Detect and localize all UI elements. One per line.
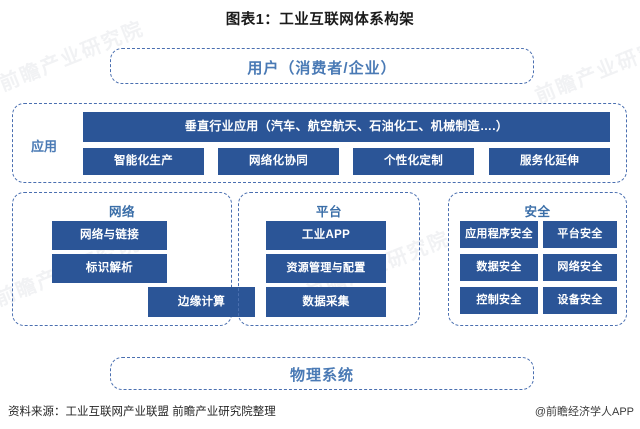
source-note: 资料来源：工业互联网产业联盟 前瞻产业研究院整理 bbox=[8, 406, 276, 418]
user-layer-box: 用户（消费者/企业） bbox=[110, 48, 534, 84]
platform-item-box[interactable]: 工业APP bbox=[266, 221, 386, 250]
network-item-box[interactable]: 网络与链接 bbox=[52, 221, 167, 250]
security-panel-box: 安全 bbox=[448, 192, 627, 326]
platform-panel-title: 平台 bbox=[315, 205, 342, 219]
physical-system-box: 物理系统 bbox=[110, 357, 534, 390]
platform-panel-box: 平台 bbox=[238, 192, 420, 326]
security-item-box[interactable]: 应用程序安全 bbox=[460, 221, 538, 248]
platform-item-box[interactable]: 数据采集 bbox=[266, 287, 386, 317]
network-panel-title: 网络 bbox=[108, 205, 135, 219]
watermark: 前瞻产业研究院 bbox=[532, 29, 640, 108]
edge-computing-box[interactable]: 边缘计算 bbox=[148, 287, 255, 317]
application-item-box[interactable]: 个性化定制 bbox=[353, 148, 474, 175]
application-item-box[interactable]: 智能化生产 bbox=[83, 148, 204, 175]
attribution-note: @前瞻经济学人APP bbox=[534, 406, 634, 418]
security-item-box[interactable]: 设备安全 bbox=[543, 287, 617, 314]
user-layer-label: 用户（消费者/企业） bbox=[247, 60, 397, 77]
application-item-box[interactable]: 网络化协同 bbox=[218, 148, 339, 175]
application-layer-label: 应用 bbox=[31, 139, 58, 154]
chart-title: 图表1：工业互联网体系构架 bbox=[225, 12, 415, 28]
network-panel-box: 网络 bbox=[12, 192, 232, 326]
security-panel-title: 安全 bbox=[524, 205, 551, 219]
application-layer-box bbox=[12, 103, 627, 183]
security-item-box[interactable]: 数据安全 bbox=[460, 254, 538, 281]
network-item-box[interactable]: 标识解析 bbox=[52, 254, 167, 283]
physical-system-label: 物理系统 bbox=[289, 367, 354, 384]
application-item-box[interactable]: 服务化延伸 bbox=[489, 148, 610, 175]
security-item-box[interactable]: 控制安全 bbox=[460, 287, 538, 314]
vertical-industry-application-box[interactable]: 垂直行业应用（汽车、航空航天、石油化工、机械制造….） bbox=[83, 112, 610, 142]
security-item-box[interactable]: 平台安全 bbox=[543, 221, 617, 248]
security-item-box[interactable]: 网络安全 bbox=[543, 254, 617, 281]
platform-item-box[interactable]: 资源管理与配置 bbox=[266, 254, 386, 283]
